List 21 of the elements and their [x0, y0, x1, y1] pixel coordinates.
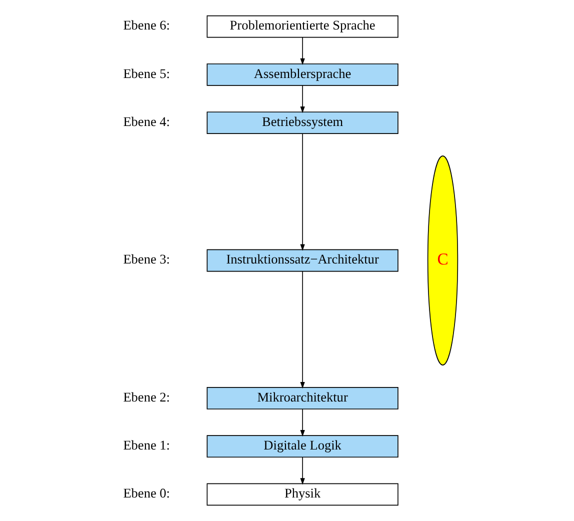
node-label: Ebene 2: [123, 389, 170, 404]
node-box: Digitale Logik [206, 435, 398, 458]
arrow [300, 456, 305, 485]
node-box: Instruktionssatz−Architektur [206, 249, 398, 272]
node-ellipse: C [427, 156, 458, 366]
node-label: Ebene 1: [123, 437, 170, 452]
node-label: Ebene 4: [123, 114, 170, 129]
node-label: Ebene 3: [123, 252, 170, 267]
arrow [300, 408, 305, 437]
arrow [300, 85, 305, 114]
node-label: Ebene 6: [123, 18, 170, 33]
node-box: Assemblersprache [206, 63, 398, 86]
node-label: Ebene 0: [123, 486, 170, 501]
arrow [300, 133, 305, 251]
arrow [300, 270, 305, 389]
node-box: Physik [206, 483, 398, 506]
arrow [300, 37, 305, 66]
node-box: Mikroarchitektur [206, 387, 398, 410]
node-label: Ebene 5: [123, 66, 170, 81]
node-box: Problemorientierte Sprache [206, 15, 398, 38]
node-box: Betriebssystem [206, 112, 398, 134]
